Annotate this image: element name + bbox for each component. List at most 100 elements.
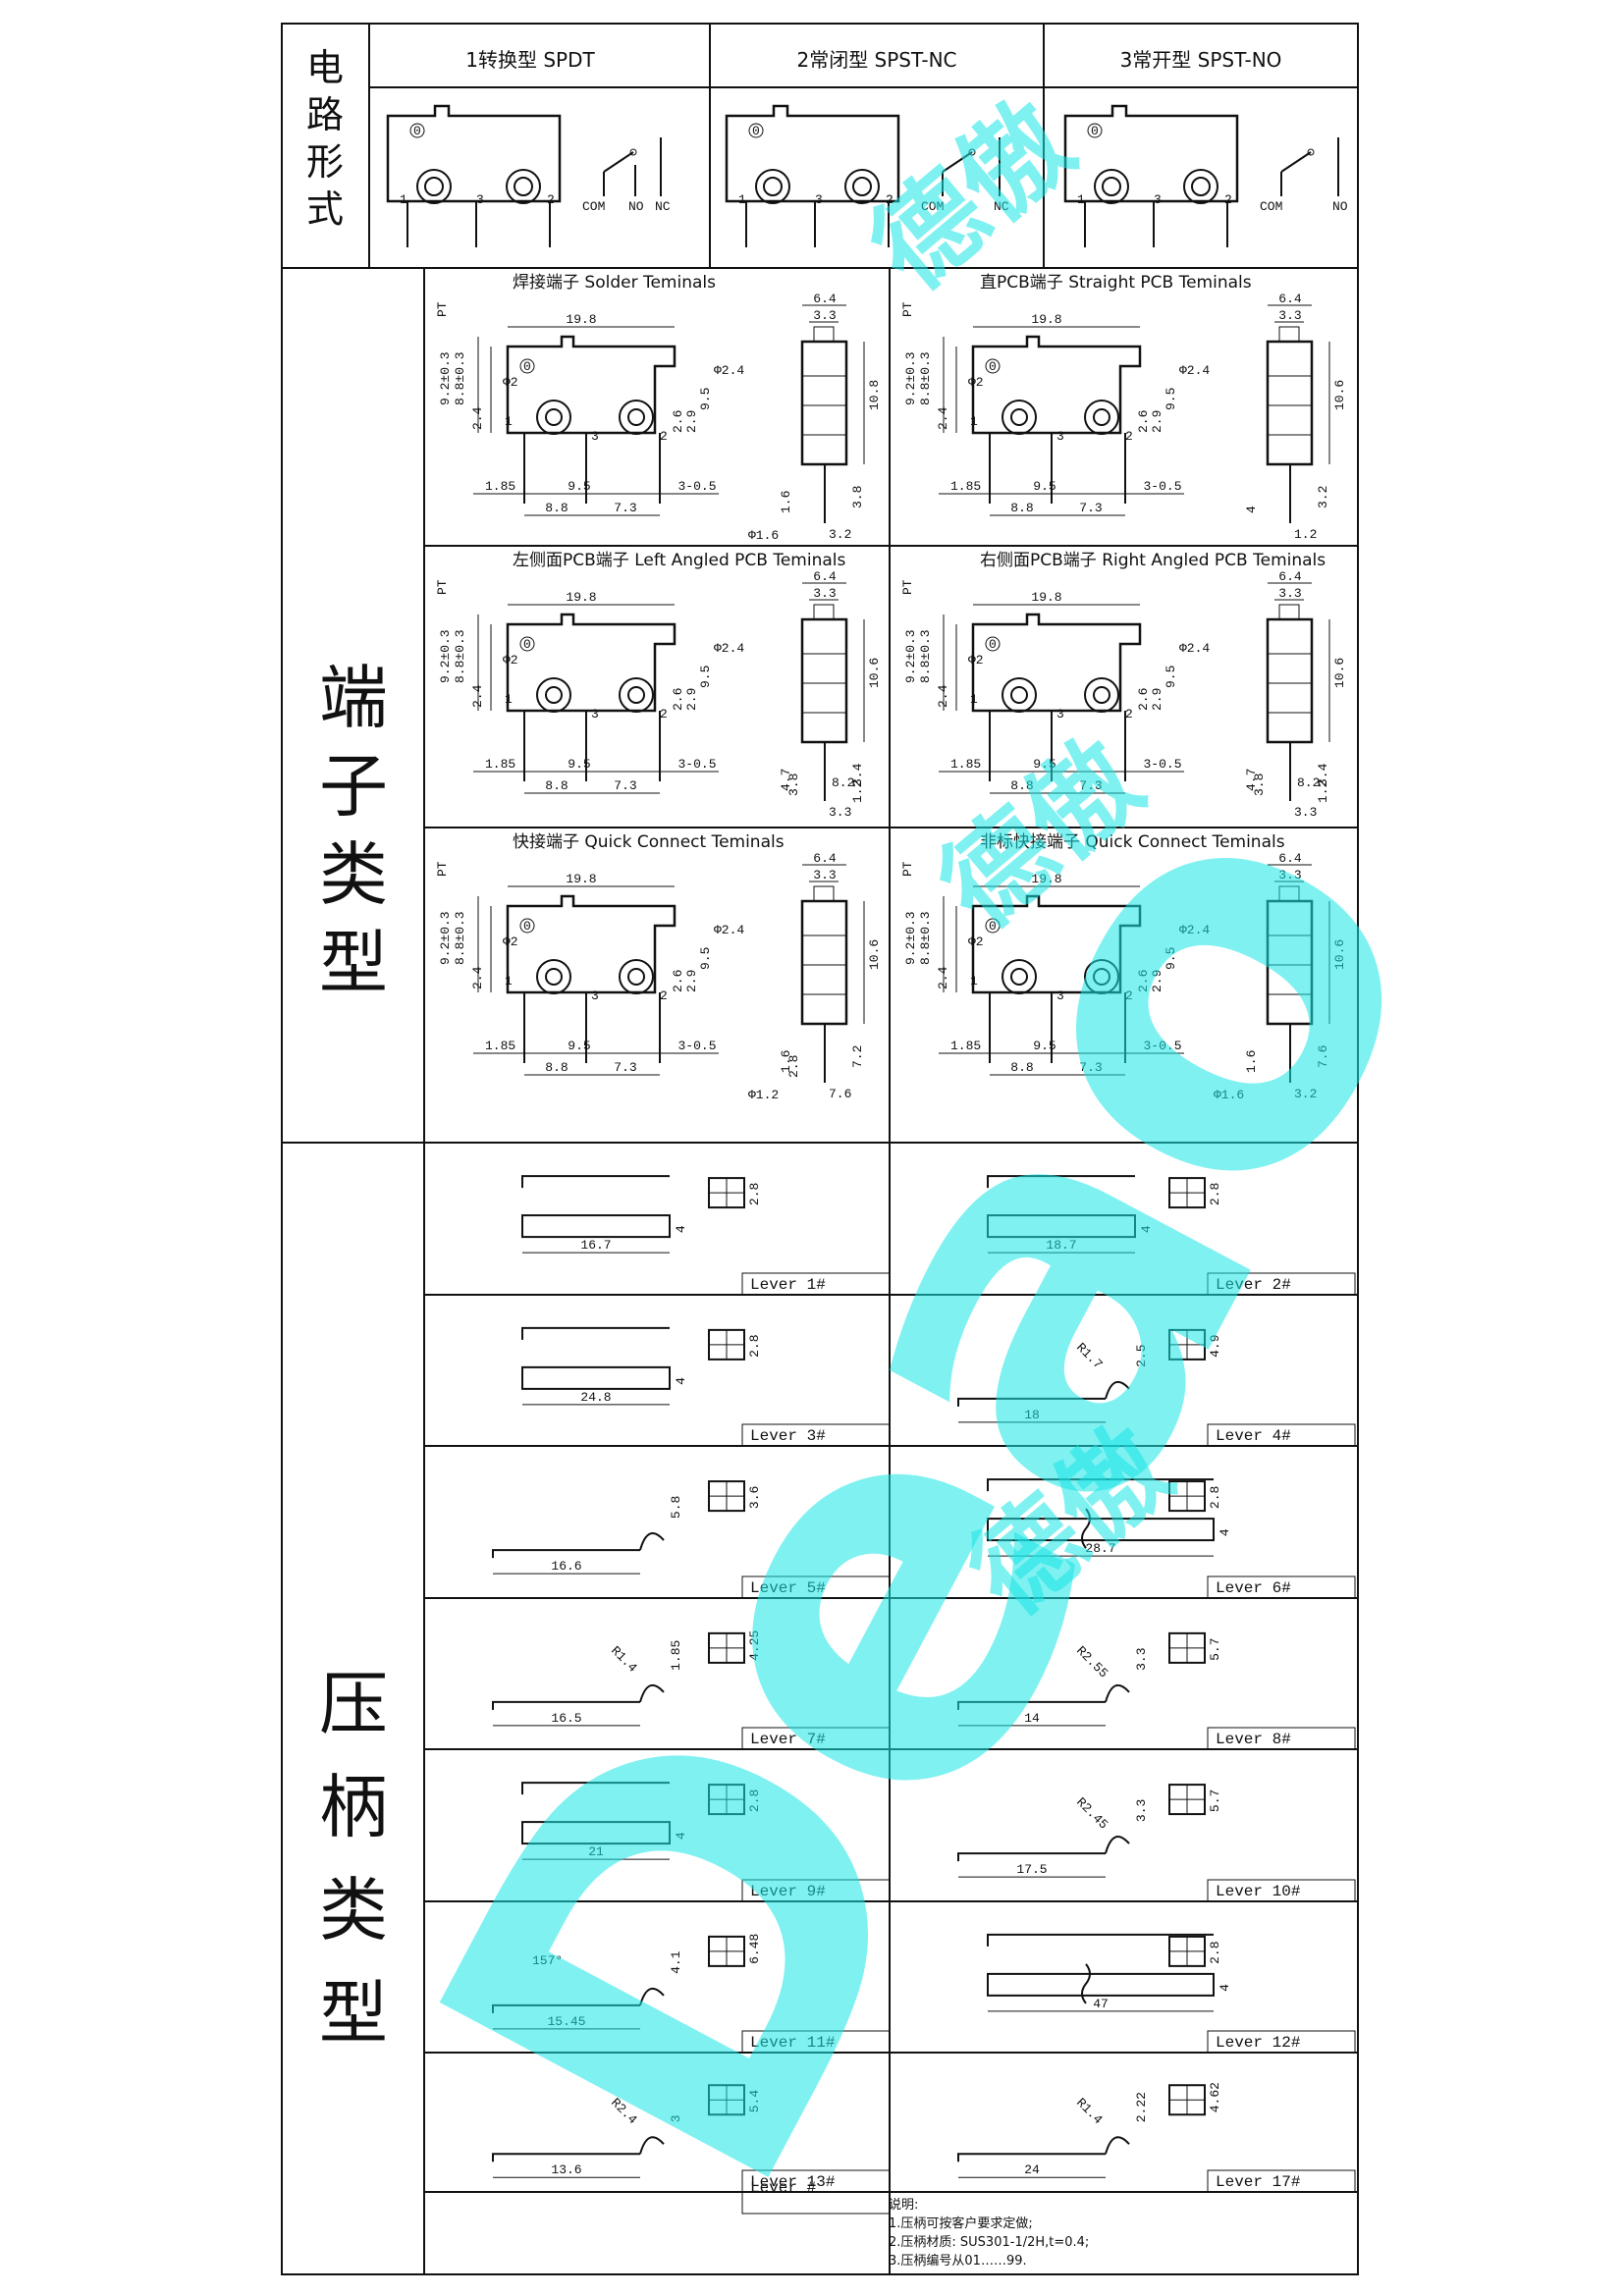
dimension-label: 3-0.5 [677, 757, 716, 772]
dimension-label: 2.4 [936, 684, 950, 708]
dimension-label: 19.8 [1031, 590, 1061, 605]
dimension-label: 2.8 [747, 1789, 762, 1812]
dimension-label: Φ1.2 [748, 1088, 779, 1102]
dimension-label: Φ2 [968, 375, 984, 390]
lever-side-view [987, 1214, 1136, 1239]
circuit-title-nc: 2常闭型 SPST-NC [796, 48, 956, 72]
terminal-number: 3 [1154, 192, 1162, 207]
dimension-label: 2.8 [1208, 1941, 1222, 1963]
terminal-hole [506, 169, 541, 204]
dimension-label: Φ2.4 [1179, 923, 1210, 937]
lever-label-box [1207, 2169, 1356, 2193]
terminal-cell: 右侧面PCB端子 Right Angled PCB TeminalsPT9.2±… [900, 551, 1347, 820]
dimension-label: 3.2 [829, 527, 851, 542]
terminal-hole [1084, 959, 1119, 994]
dimension-label: 10.6 [1332, 939, 1347, 970]
dimension-label: 2.6 [671, 410, 685, 433]
dimension-label: PT [900, 579, 915, 595]
dimension-label: 3.4 [850, 763, 865, 786]
dimension-label: 2.6 [671, 970, 685, 992]
dimension-label: Φ2.4 [1179, 363, 1210, 378]
dimension-label: 3.3 [813, 586, 836, 601]
dimension-label: 10.6 [1332, 380, 1347, 410]
dimension-label: 7.6 [829, 1087, 851, 1101]
dimension-label: 21 [588, 1844, 604, 1859]
terminal-number: 1 [1077, 192, 1085, 207]
lever-label-box [741, 1727, 891, 1750]
dimension-label: 6.4 [1278, 569, 1302, 584]
dimension-label: 1.85 [485, 757, 515, 772]
lever-profile [957, 1852, 1106, 1862]
dimension-label: 9.5 [1033, 479, 1056, 494]
lever-top-view [987, 1175, 1135, 1189]
row-label-circuit: 电路形式 [306, 46, 344, 231]
lever-profile [957, 1397, 1106, 1407]
svg-text:0: 0 [989, 637, 997, 652]
dimension-label: 1.2 [1316, 780, 1330, 803]
lever-label-box [1207, 1272, 1356, 1296]
lever-label: Lever 1# [750, 1276, 826, 1294]
note-item: 2.压柄材质: SUS301-1/2H,t=0.4; [889, 2235, 1090, 2250]
dimension-label: 8.8±0.3 [918, 911, 933, 965]
dimension-label: 10.6 [1332, 658, 1347, 688]
circuit-title-no: 3常开型 SPST-NO [1120, 48, 1282, 72]
hole-mark: 0 [413, 124, 421, 138]
dimension-label: 2.4 [936, 966, 950, 989]
terminal-cell-title: 非标快接端子 Quick Connect Teminals [980, 832, 1285, 852]
dimension-label: 3-0.5 [677, 479, 716, 494]
lever-label-box [741, 2191, 891, 2215]
dimension-label: 13.6 [551, 2163, 581, 2177]
row-label-terminal: 端子类型 [319, 658, 388, 1003]
dimension-label: 2.8 [1208, 1486, 1222, 1509]
dimension-label: 2 [660, 988, 668, 1003]
lever-label: Lever 8# [1216, 1731, 1291, 1748]
terminal-cell-title: 快接端子 Quick Connect Teminals [513, 832, 785, 852]
dimension-label: 7.3 [1079, 501, 1102, 515]
terminal-number: 1 [738, 192, 746, 207]
dimension-label: 16.5 [551, 1711, 581, 1726]
lever-side-view [987, 1972, 1215, 1997]
row-label-lever: 压柄类型 [319, 1664, 388, 2054]
switch-body [506, 613, 677, 713]
switch-side-view [800, 340, 848, 466]
lever-label: Lever 3# [750, 1427, 826, 1445]
dimension-label: Φ2.4 [714, 923, 744, 937]
dimension-label: 4.9 [1208, 1334, 1222, 1357]
dimension-label: 8.8 [545, 778, 568, 793]
dimension-label: 10.8 [867, 380, 882, 410]
lever-side-view [521, 1214, 671, 1239]
lever-side-view [521, 1365, 671, 1390]
dimension-label: 8.8±0.3 [453, 911, 467, 965]
lever-cell: Lever 6#28.742.8 [987, 1478, 1356, 1599]
dimension-label: 2.22 [1134, 2092, 1149, 2122]
dimension-label: 1 [505, 974, 513, 988]
dimension-label: 1.85 [950, 1039, 981, 1053]
dimension-label: 9.2±0.3 [903, 351, 918, 405]
notes-block: 说明: 1.压柄可按客户要求定做; 2.压柄材质: SUS301-1/2H,t=… [889, 2196, 1340, 2270]
svg-text:0: 0 [989, 359, 997, 374]
dimension-label: 19.8 [566, 872, 596, 886]
lever-label: Lever 9# [750, 1883, 826, 1900]
dimension-label: PT [900, 301, 915, 317]
dimension-label: 4 [1244, 506, 1259, 513]
circuit-title-spdt: 1转换型 SPDT [465, 48, 595, 72]
dimension-label: 2.9 [684, 410, 699, 433]
dimension-label: 3 [1056, 707, 1064, 721]
dimension-label: 3-0.5 [1143, 757, 1181, 772]
table-grid [281, 23, 1359, 2275]
hole-mark: 0 [752, 124, 760, 138]
lever-label-box [1207, 1575, 1356, 1599]
svg-text:电路形式: 电路形式 [306, 46, 344, 231]
dimension-label: 2.4 [936, 406, 950, 430]
dimension-label: 8.8 [1010, 778, 1033, 793]
dimension-label: 8.8±0.3 [918, 629, 933, 683]
dimension-label: 1.85 [950, 757, 981, 772]
contact-label: COM [582, 199, 605, 214]
switch-body [1063, 104, 1239, 203]
dimension-label: 6.4 [813, 569, 837, 584]
dimension-label: 4 [1218, 1528, 1232, 1536]
terminal-hole-inner [424, 177, 444, 196]
